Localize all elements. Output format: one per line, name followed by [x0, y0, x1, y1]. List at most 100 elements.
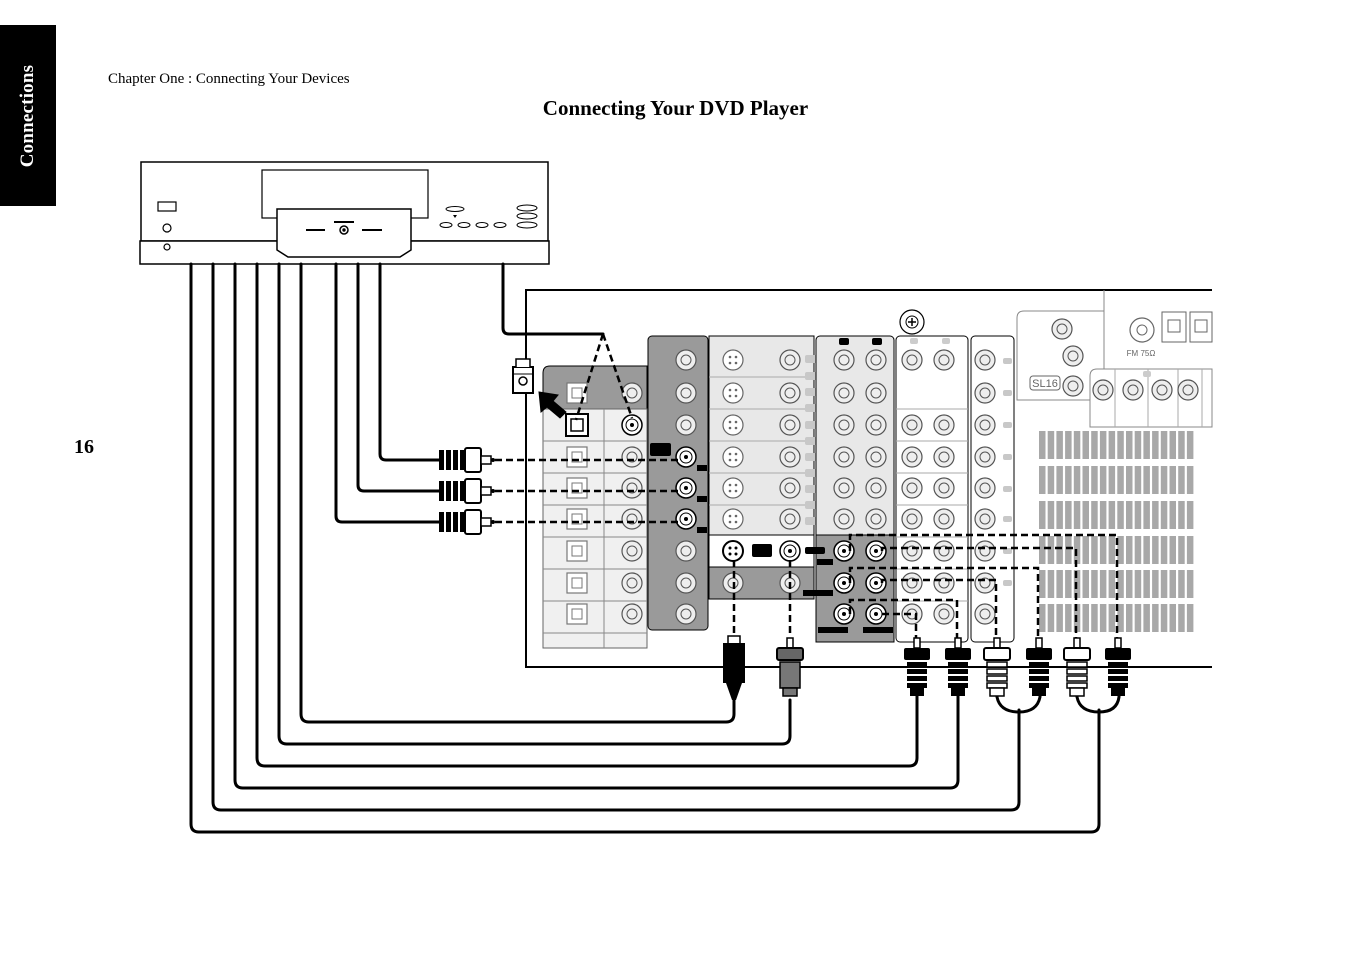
- vent-slot: [1073, 431, 1081, 459]
- vent-slot: [1178, 431, 1185, 459]
- vent-slot: [1047, 536, 1055, 564]
- vent-slot: [1091, 466, 1098, 494]
- vent-slot: [1126, 431, 1133, 459]
- vent-slot: [1056, 466, 1063, 494]
- vent-slot: [1134, 466, 1142, 494]
- vent-slot: [1117, 501, 1124, 529]
- section-tab: Connections: [0, 25, 56, 206]
- chapter-header: Chapter One : Connecting Your Devices: [108, 71, 350, 87]
- vent-slot: [1091, 570, 1098, 598]
- vent-slot: [1178, 501, 1185, 529]
- optical-plug: [512, 358, 534, 394]
- vent-slot: [1160, 431, 1168, 459]
- audio-cable-1: [255, 262, 919, 768]
- vent-slot: [1126, 536, 1133, 564]
- composite-cable: [277, 262, 792, 746]
- vent-slot: [1186, 431, 1194, 459]
- vent-slot: [1073, 466, 1081, 494]
- vent-slot: [1134, 501, 1142, 529]
- vent-slot: [1169, 570, 1176, 598]
- vent-slot: [1108, 431, 1116, 459]
- vent-slot: [1160, 501, 1168, 529]
- vent-slot: [1082, 431, 1089, 459]
- optical-cable: [501, 262, 605, 336]
- vent-slot: [1126, 501, 1133, 529]
- vent-slot: [1134, 604, 1142, 632]
- vent-slot: [1152, 466, 1159, 494]
- vent-slot: [1047, 431, 1055, 459]
- vent-slot: [1056, 536, 1063, 564]
- component-cable-pr: [334, 262, 442, 524]
- vent-slot: [1099, 431, 1107, 459]
- page-number: 16: [74, 436, 94, 458]
- vent-slot: [1091, 501, 1098, 529]
- audio-cable-2: [233, 262, 960, 790]
- vent-slot: [1178, 570, 1185, 598]
- vent-slot: [1108, 501, 1116, 529]
- vent-slot: [1126, 466, 1133, 494]
- vent-slot: [1117, 431, 1124, 459]
- vent-slot: [1143, 536, 1150, 564]
- vent-slot: [1082, 501, 1089, 529]
- svideo-cable: [299, 262, 736, 724]
- audio-cable-4: [189, 262, 1101, 834]
- vent-slot: [1056, 431, 1063, 459]
- vent-slot: [1169, 431, 1176, 459]
- vent-slot: [1039, 431, 1046, 459]
- dvd-player: [139, 161, 550, 265]
- vent-slot: [1108, 604, 1116, 632]
- vent-slot: [1056, 570, 1063, 598]
- vent-slot: [1065, 570, 1072, 598]
- vent-slot: [1099, 570, 1107, 598]
- component-cable-y: [378, 262, 442, 462]
- vent-slot: [1169, 604, 1176, 632]
- audio-cable-3: [211, 262, 1021, 812]
- vent-slot: [1091, 604, 1098, 632]
- vent-slot: [1065, 466, 1072, 494]
- vent-slot: [1108, 570, 1116, 598]
- cables: [189, 262, 1121, 834]
- vent-slot: [1143, 431, 1150, 459]
- vent-slot: [1117, 604, 1124, 632]
- vent-slot: [1047, 501, 1055, 529]
- vent-slot: [1186, 570, 1194, 598]
- receiver-back-panel: SL16 FM 75Ω: [525, 289, 1213, 668]
- vent-slot: [1143, 501, 1150, 529]
- vent-slot: [1160, 604, 1168, 632]
- vent-slot: [1047, 570, 1055, 598]
- vent-slot: [1152, 570, 1159, 598]
- vent-slot: [1169, 501, 1176, 529]
- vent-slot: [1160, 536, 1168, 564]
- vent-slot: [1152, 536, 1159, 564]
- vent-slot: [1108, 536, 1116, 564]
- vent-slot: [1186, 604, 1194, 632]
- vent-slot: [1152, 604, 1159, 632]
- vent-slot: [1126, 604, 1133, 632]
- antenna-label: FM 75Ω: [1127, 349, 1156, 358]
- vent-slot: [1178, 604, 1185, 632]
- vent-slot: [1108, 466, 1116, 494]
- vent-slot: [1047, 466, 1055, 494]
- vent-slot: [1117, 466, 1124, 494]
- vent-slot: [1169, 536, 1176, 564]
- vent-slot: [1039, 570, 1046, 598]
- vent-slot: [1099, 501, 1107, 529]
- vent-slot: [1186, 501, 1194, 529]
- vent-slot: [1178, 536, 1185, 564]
- vent-slot: [1152, 431, 1159, 459]
- vent-slot: [1099, 466, 1107, 494]
- vent-slot: [1117, 570, 1124, 598]
- vent-slot: [1178, 466, 1185, 494]
- svideo-plug: [723, 635, 745, 700]
- vent-slot: [1065, 536, 1072, 564]
- insert-arrow: [538, 391, 567, 419]
- vent-slot: [1160, 570, 1168, 598]
- vent-slot: [1134, 570, 1142, 598]
- vent-slot: [1082, 466, 1089, 494]
- page-title: Connecting Your DVD Player: [542, 96, 809, 120]
- vent-slot: [1186, 466, 1194, 494]
- vent-slot: [1065, 604, 1072, 632]
- vent-slot: [1091, 431, 1098, 459]
- vent-slot: [1134, 536, 1142, 564]
- vent-slot: [1169, 466, 1176, 494]
